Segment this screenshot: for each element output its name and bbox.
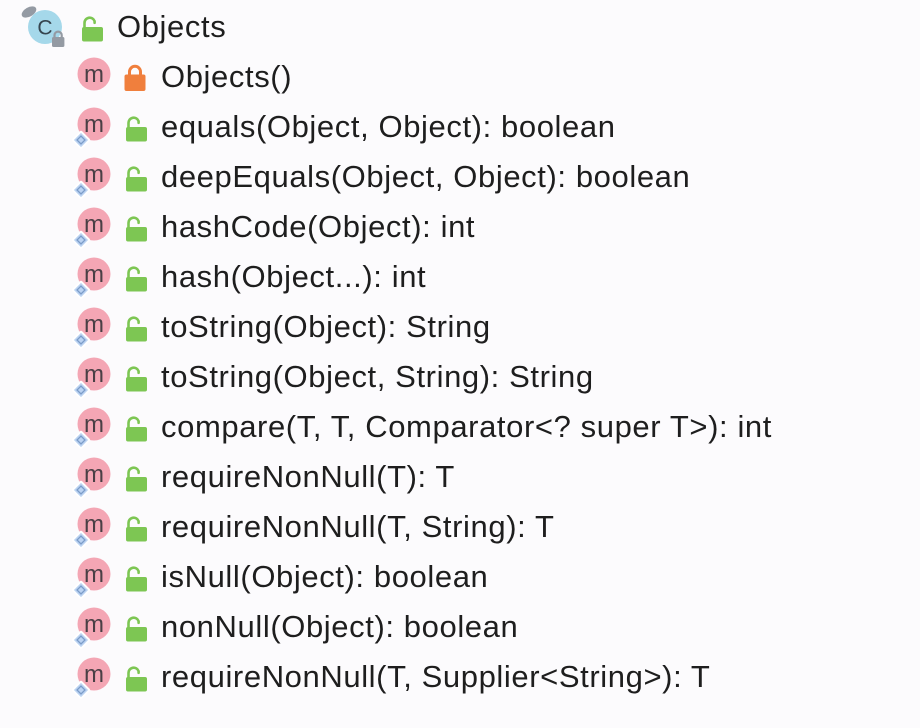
member-label: requireNonNull(T): T bbox=[161, 459, 455, 494]
member-row[interactable]: m nonNull(Object): boolean bbox=[0, 602, 920, 652]
method-icon: m bbox=[72, 655, 114, 699]
public-open-lock-icon bbox=[120, 161, 150, 193]
static-marker-icon bbox=[72, 430, 91, 449]
svg-text:m: m bbox=[84, 211, 104, 238]
method-icon: m bbox=[72, 605, 114, 649]
static-marker-icon bbox=[72, 330, 91, 349]
member-row[interactable]: m equals(Object, Object): boolean bbox=[0, 102, 920, 152]
method-icon: m bbox=[72, 405, 114, 449]
static-marker-icon bbox=[72, 180, 91, 199]
static-marker-icon bbox=[72, 680, 91, 699]
member-label: nonNull(Object): boolean bbox=[161, 609, 519, 644]
method-icon: m bbox=[72, 355, 114, 399]
member-row[interactable]: m requireNonNull(T, String): T bbox=[0, 502, 920, 552]
member-label: deepEquals(Object, Object): boolean bbox=[161, 159, 691, 194]
member-row[interactable]: m requireNonNull(T): T bbox=[0, 452, 920, 502]
method-icon: m bbox=[72, 255, 114, 299]
member-row[interactable]: m requireNonNull(T, Supplier<String>): T bbox=[0, 652, 920, 702]
method-icon: m bbox=[72, 505, 114, 549]
static-marker-icon bbox=[72, 230, 91, 249]
public-open-lock-icon bbox=[120, 111, 150, 143]
method-icon: m bbox=[72, 455, 114, 499]
static-marker-icon bbox=[72, 130, 91, 149]
member-row[interactable]: m isNull(Object): boolean bbox=[0, 552, 920, 602]
member-label: equals(Object, Object): boolean bbox=[161, 109, 616, 144]
class-icon: C bbox=[20, 4, 68, 50]
member-label: hashCode(Object): int bbox=[161, 209, 476, 244]
public-open-lock-icon bbox=[120, 361, 150, 393]
member-row[interactable]: m toString(Object, String): String bbox=[0, 352, 920, 402]
static-marker-icon bbox=[72, 380, 91, 399]
member-row[interactable]: m Objects() bbox=[0, 52, 920, 102]
method-icon: m bbox=[72, 55, 114, 99]
svg-text:m: m bbox=[84, 361, 104, 388]
method-icon: m bbox=[72, 205, 114, 249]
svg-text:m: m bbox=[84, 611, 104, 638]
public-open-lock-icon bbox=[120, 461, 150, 493]
public-open-lock-icon bbox=[120, 411, 150, 443]
public-open-lock-icon bbox=[120, 311, 150, 343]
member-label: compare(T, T, Comparator<? super T>): in… bbox=[161, 409, 772, 444]
member-label: toString(Object): String bbox=[161, 309, 491, 344]
class-row[interactable]: C Objects bbox=[0, 2, 920, 52]
static-marker-icon bbox=[72, 530, 91, 549]
svg-text:C: C bbox=[37, 17, 52, 40]
member-row[interactable]: m toString(Object): String bbox=[0, 302, 920, 352]
public-open-lock-icon bbox=[120, 211, 150, 243]
static-marker-icon bbox=[72, 580, 91, 599]
svg-text:m: m bbox=[84, 261, 104, 288]
class-name-label: Objects bbox=[117, 9, 227, 44]
method-icon: m bbox=[72, 155, 114, 199]
method-icon: m bbox=[72, 555, 114, 599]
static-marker-icon bbox=[72, 480, 91, 499]
member-label: requireNonNull(T, String): T bbox=[161, 509, 555, 544]
public-open-lock-icon bbox=[76, 11, 106, 43]
member-row[interactable]: m hash(Object...): int bbox=[0, 252, 920, 302]
member-label: requireNonNull(T, Supplier<String>): T bbox=[161, 659, 711, 694]
member-label: Objects() bbox=[161, 59, 293, 94]
member-list: m Objects() m bbox=[0, 52, 920, 702]
member-label: toString(Object, String): String bbox=[161, 359, 594, 394]
public-open-lock-icon bbox=[120, 511, 150, 543]
svg-text:m: m bbox=[84, 61, 104, 88]
member-row[interactable]: m hashCode(Object): int bbox=[0, 202, 920, 252]
svg-text:m: m bbox=[84, 161, 104, 188]
svg-text:m: m bbox=[84, 511, 104, 538]
public-open-lock-icon bbox=[120, 661, 150, 693]
static-marker-icon bbox=[72, 630, 91, 649]
svg-text:m: m bbox=[84, 461, 104, 488]
static-marker-icon bbox=[72, 280, 91, 299]
public-open-lock-icon bbox=[120, 561, 150, 593]
svg-text:m: m bbox=[84, 411, 104, 438]
member-label: isNull(Object): boolean bbox=[161, 559, 489, 594]
svg-text:m: m bbox=[84, 311, 104, 338]
member-row[interactable]: m compare(T, T, Comparator<? super T>): … bbox=[0, 402, 920, 452]
method-icon: m bbox=[72, 305, 114, 349]
member-row[interactable]: m deepEquals(Object, Object): boolean bbox=[0, 152, 920, 202]
public-open-lock-icon bbox=[120, 611, 150, 643]
method-icon: m bbox=[72, 105, 114, 149]
svg-text:m: m bbox=[84, 111, 104, 138]
private-lock-icon bbox=[120, 61, 150, 93]
member-label: hash(Object...): int bbox=[161, 259, 427, 294]
svg-text:m: m bbox=[84, 661, 104, 688]
public-open-lock-icon bbox=[120, 261, 150, 293]
svg-text:m: m bbox=[84, 561, 104, 588]
